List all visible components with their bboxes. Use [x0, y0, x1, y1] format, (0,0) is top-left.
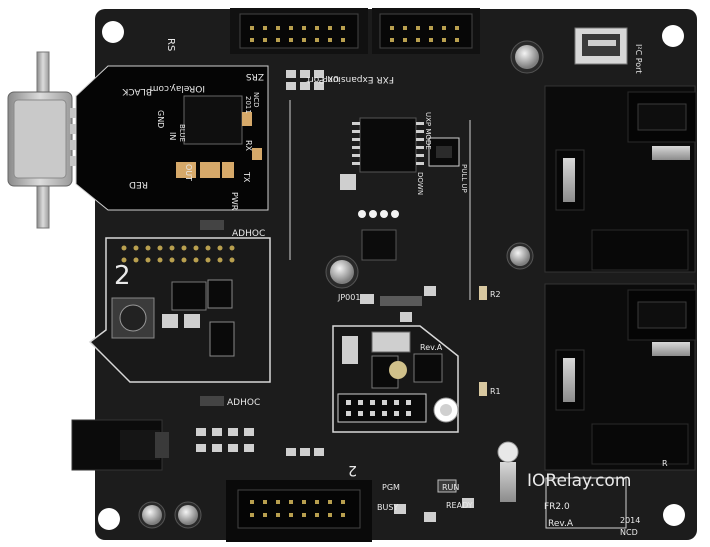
zrs-year-label: 2011	[244, 96, 252, 114]
relay-1-label: R1	[490, 387, 501, 396]
electrolytic-capacitor-top	[510, 40, 544, 74]
rev-label: Rev.A	[548, 519, 574, 529]
fxr-header-top	[372, 8, 480, 54]
zrs-tx-label: TX	[242, 171, 251, 183]
r-corner-label: R	[662, 459, 668, 468]
pull-down-label: DOWN	[416, 172, 424, 195]
relay-2-label: R2	[490, 290, 501, 299]
slot-number-label: 2	[114, 261, 131, 291]
iic-port-label: I²C Port	[634, 44, 643, 74]
electrolytic-capacitor-center	[325, 255, 359, 289]
busy-label: BUSY	[377, 503, 398, 512]
jp-label: JP001	[337, 293, 360, 302]
smd-clusters	[196, 70, 324, 456]
zrs-gnd-label: GND	[156, 110, 165, 128]
zrs-pwr-label: PWR	[230, 192, 239, 211]
zrs-black-label: BLACK	[121, 86, 152, 96]
dc-power-jack	[71, 419, 169, 471]
uxp-label: UXP	[323, 74, 339, 83]
relay-bottom	[544, 283, 697, 471]
brand-label: IORelay.com	[527, 471, 631, 491]
electrolytic-capacitors-bottom	[138, 501, 202, 529]
year-label: 2014	[620, 516, 640, 525]
pgm-label: PGM	[382, 483, 400, 492]
iic-port-connector	[574, 27, 628, 65]
mounting-holes	[98, 21, 685, 530]
zrs-in-label: IN	[168, 132, 177, 140]
electrolytic-capacitor-right	[506, 242, 534, 270]
regulator-module-center	[332, 325, 459, 433]
center-rev-label: Rev.A	[420, 343, 443, 352]
zrs-serial-module	[75, 65, 269, 211]
zrs-ncd-label: NCD	[252, 92, 260, 108]
silkscreen-outlines	[289, 100, 627, 529]
zrs-code-label: ZRS	[246, 71, 264, 81]
relay-led-resistors	[479, 286, 487, 396]
run-label: RUN	[442, 483, 459, 492]
uxp-header-bottom	[226, 480, 372, 542]
zrs-out-label: OUT	[184, 164, 193, 181]
adhoc-label-bottom: ADHOC	[227, 398, 260, 408]
uxp-number-label: 2	[348, 462, 357, 478]
status-leds	[394, 441, 519, 522]
zrs-title-label: IORelay.com	[150, 83, 205, 93]
model-label: FR2.0	[544, 502, 570, 512]
uxp-mode-label: UXP MODE	[424, 112, 432, 150]
fxr-port-label: FXR Expansion Port	[306, 74, 394, 84]
adhoc-label-top: ADHOC	[232, 229, 265, 239]
left-expansion-module	[88, 237, 271, 383]
zrs-red-label: RED	[129, 179, 148, 189]
ready-label: READY	[446, 501, 473, 510]
zrs-rx-label: RX	[244, 140, 253, 152]
zrs-blue-label: BLUE	[178, 124, 186, 142]
pull-up-label: PULL UP	[460, 164, 468, 193]
microcontroller-area	[340, 117, 460, 261]
uxp-header-top	[230, 8, 368, 54]
smd-row	[360, 286, 436, 322]
rs-label: RS	[165, 38, 176, 51]
maker-label: NCD	[620, 528, 638, 537]
relay-top	[544, 85, 697, 273]
